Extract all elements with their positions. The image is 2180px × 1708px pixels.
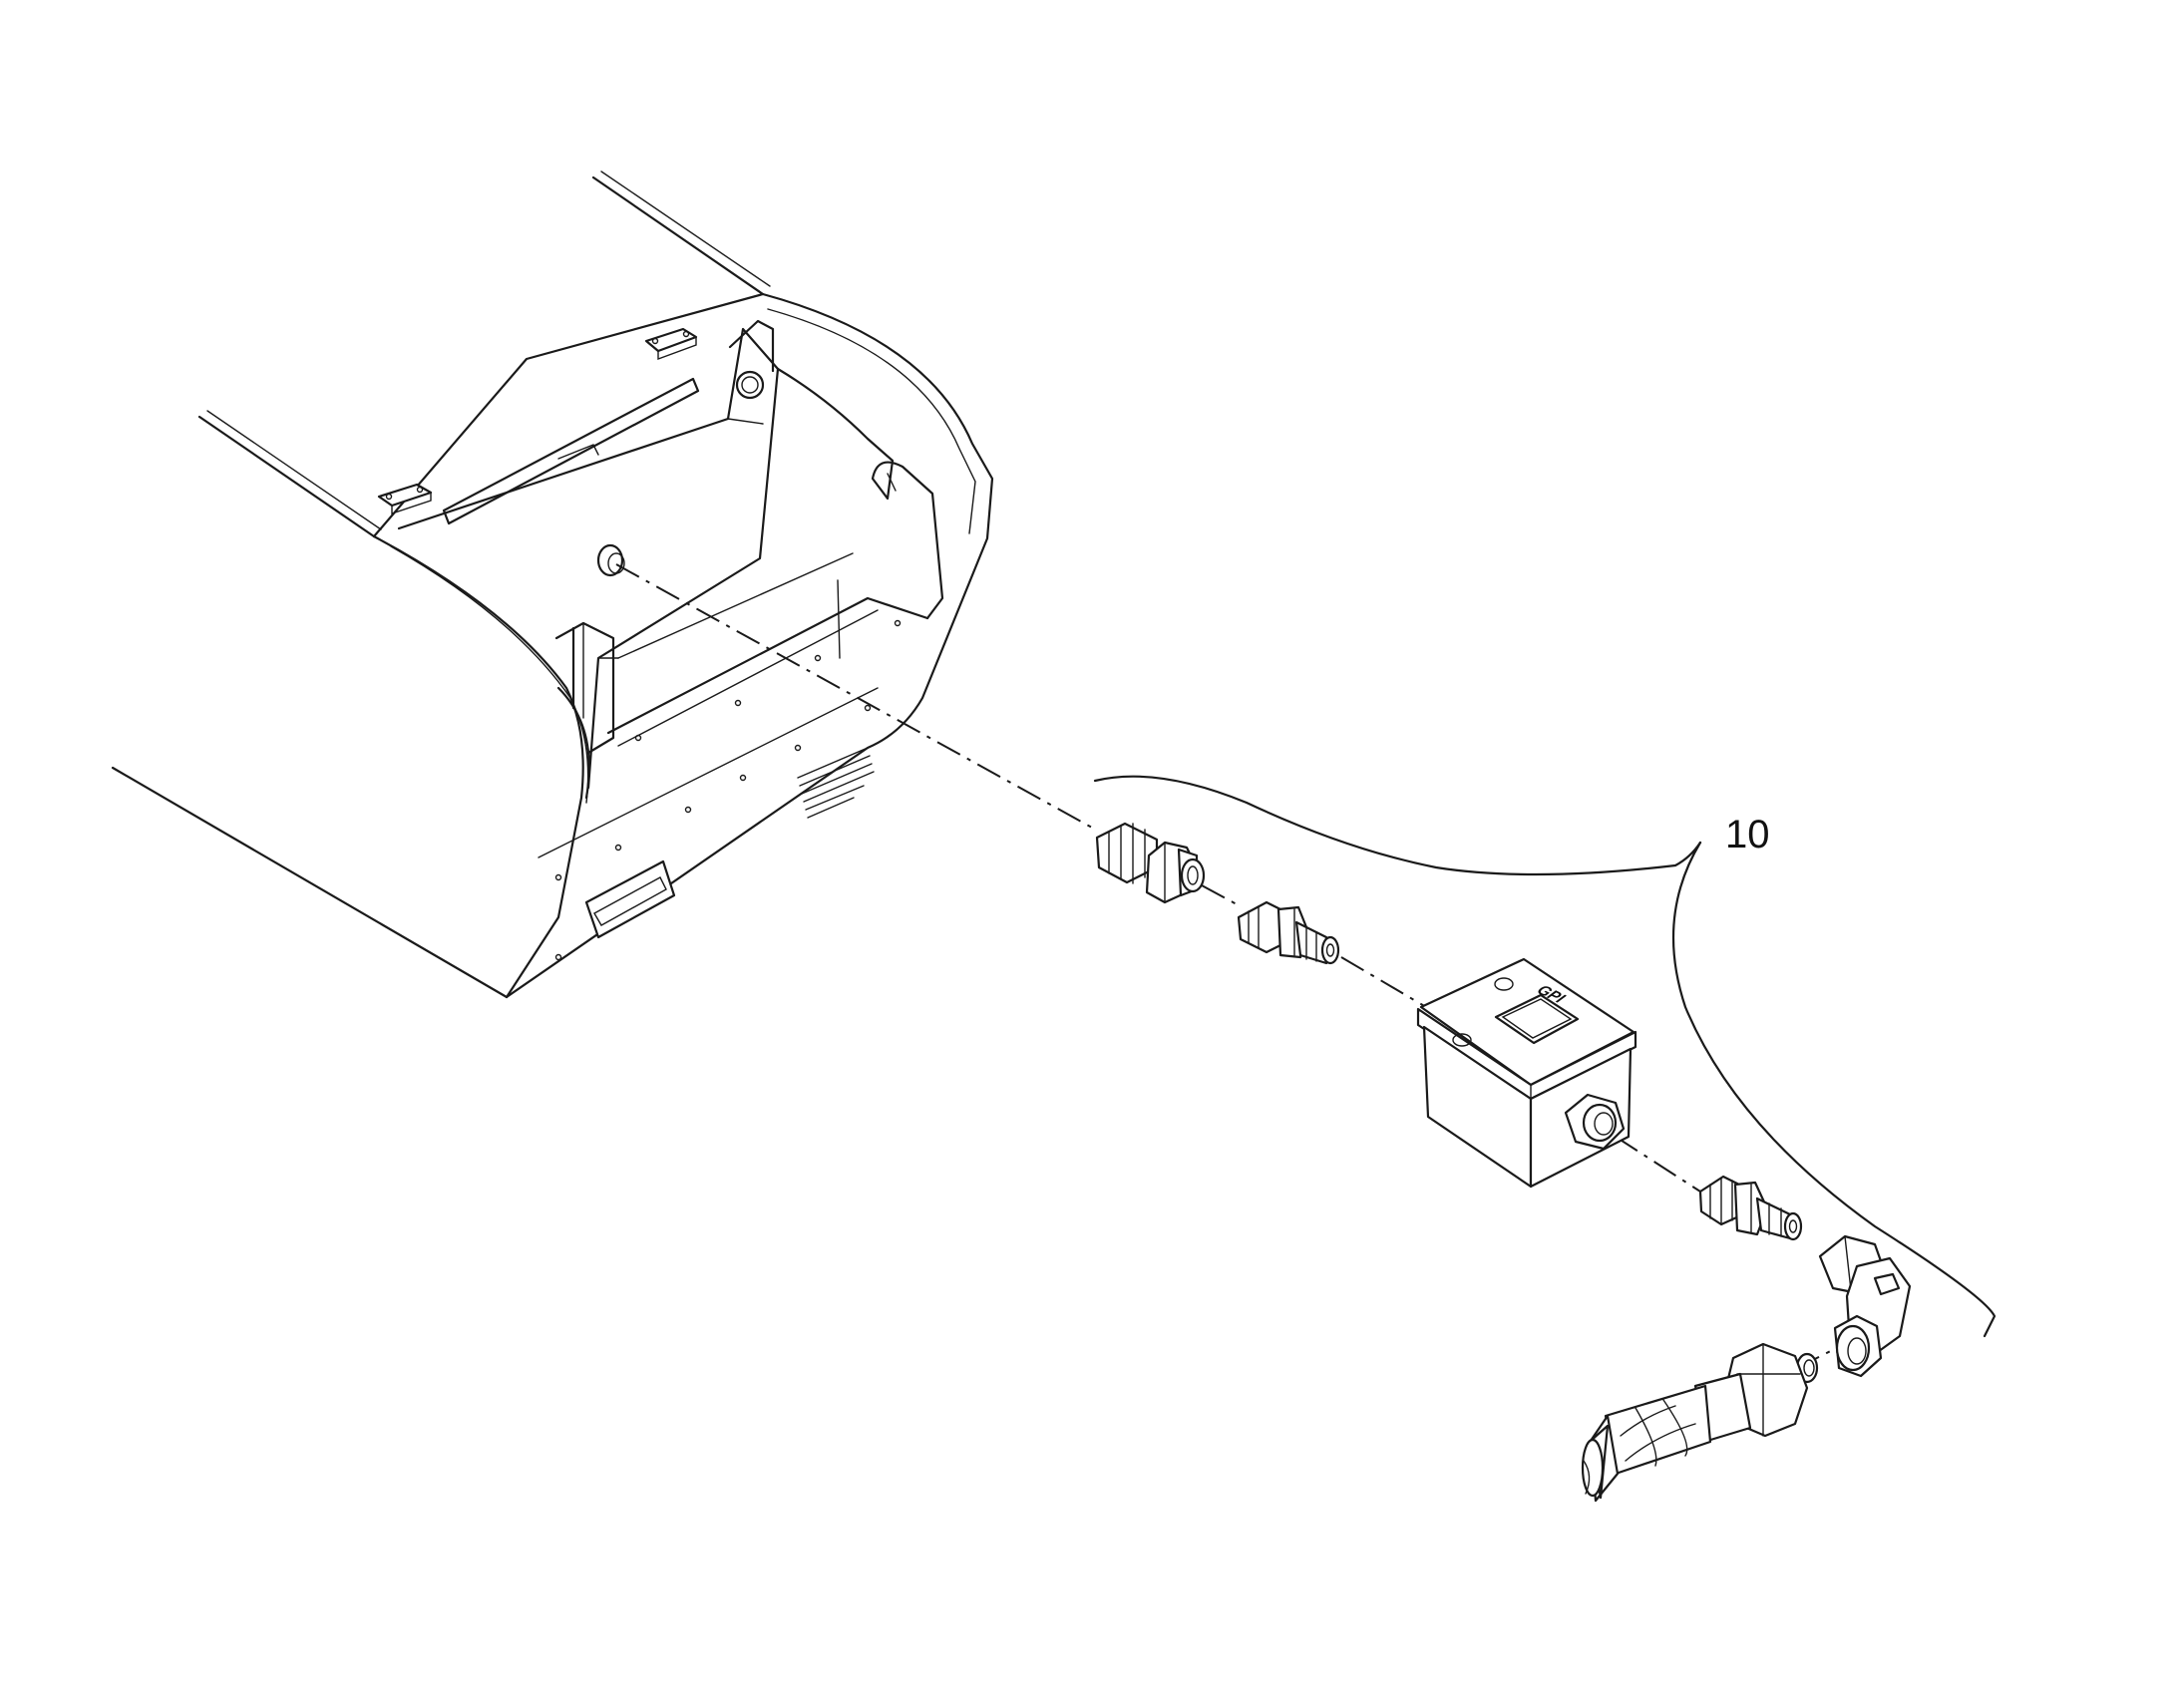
callout-number: 10 bbox=[1725, 813, 1770, 856]
housing-enclosure bbox=[111, 171, 994, 999]
elbow-fitting bbox=[1795, 1234, 1912, 1384]
callout-bracket bbox=[1093, 775, 1997, 1338]
bulkhead-fitting bbox=[1095, 822, 1206, 904]
outlet-nipple bbox=[1698, 1175, 1803, 1241]
threaded-nipple bbox=[1237, 900, 1340, 965]
vent-grille bbox=[797, 747, 875, 819]
gauge-box: GPI bbox=[1416, 957, 1637, 1189]
hose-assembly bbox=[1581, 1342, 1809, 1503]
assembly-centerlines bbox=[615, 563, 1861, 1365]
screw-dots bbox=[554, 619, 902, 961]
